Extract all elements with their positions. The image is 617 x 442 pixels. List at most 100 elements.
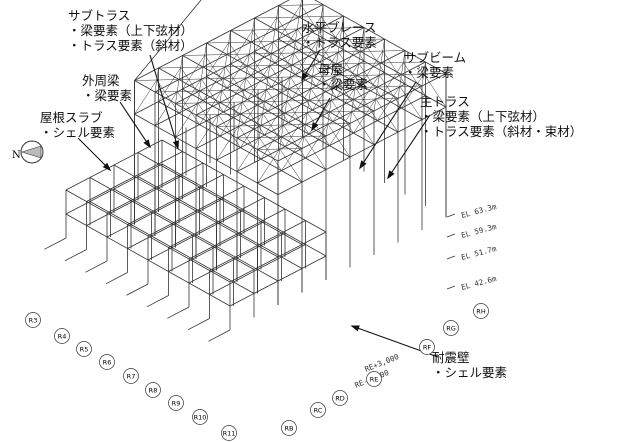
elevation-labels: EL 63.3m EL 59.3m EL 51.7m EL 42.6m [460, 202, 498, 292]
diagonal-line [257, 148, 281, 184]
diagonal-line [206, 42, 230, 77]
diagonal-line [252, 29, 276, 64]
arrowhead-icon [301, 72, 309, 82]
diagonal-line [338, 51, 361, 86]
beam-line [161, 139, 327, 233]
chord-line [195, 27, 365, 116]
label-sub-truss: サブトラス ・梁要素（上下弦材） ・トラス要素（斜材） [68, 8, 194, 53]
diagonal-line [305, 123, 329, 159]
diagonal-line [314, 64, 337, 98]
diagonal-line [353, 98, 377, 134]
diagonal-line [226, 53, 250, 89]
diagonal-line [199, 90, 223, 125]
diagonal-line [360, 50, 384, 86]
elevation-label: EL 63.3m [460, 202, 498, 220]
chord-line [278, 38, 423, 120]
svg-text:RH: RH [476, 308, 486, 316]
diagonal-line [267, 76, 291, 112]
chord-line [302, 26, 447, 108]
diagonal-line [310, 88, 334, 122]
diagonal-line [273, 41, 296, 75]
diagonal-line [254, 17, 278, 52]
grid-bubble: RG [443, 320, 459, 336]
diagonal-line [182, 54, 206, 90]
svg-text:R4: R4 [58, 333, 67, 341]
svg-text:R7: R7 [127, 373, 136, 381]
chord-line [182, 88, 327, 170]
svg-text:R3: R3 [29, 317, 38, 325]
chord-line [277, 73, 447, 162]
chord-line [154, 4, 324, 93]
diagonal-line [329, 111, 353, 146]
diagonal-line [319, 27, 343, 63]
diagonal-line [401, 73, 425, 109]
diagonal-line [177, 91, 200, 125]
grid-leader-line [187, 318, 210, 331]
chord-line [236, 50, 406, 139]
arrowhead-icon [311, 122, 319, 132]
diagonal-line [327, 123, 351, 158]
svg-text:R9: R9 [172, 400, 181, 408]
svg-text:RD: RD [335, 395, 345, 403]
chord-line [158, 101, 303, 183]
svg-text:RC: RC [314, 407, 323, 415]
chord-line [277, 106, 447, 195]
chord-line [134, 0, 290, 81]
grid-leader-line [126, 283, 149, 296]
grid-bubbles-row: R3 R4 R5 R6 R7 R8 R9 R10 R11 [25, 312, 237, 441]
arrowhead-icon [359, 160, 367, 170]
diagonal-line [243, 89, 267, 124]
beam-line [89, 201, 255, 294]
chord-line [216, 38, 385, 127]
label-shear-wall: 耐震壁 ・シェル要素 [432, 350, 508, 380]
grid-bubble: R7 [123, 368, 139, 384]
chord-line [134, 113, 279, 195]
grid-leader-line [44, 237, 67, 250]
diagonal-line [298, 16, 322, 51]
diagonal-line [221, 90, 245, 124]
diagonal-line [281, 136, 305, 171]
diagonal-line [178, 78, 202, 114]
grid-bubble: R11 [221, 425, 237, 441]
grid-bubble: R5 [76, 341, 92, 357]
diagonal-line [271, 52, 295, 88]
chord-line [236, 83, 406, 172]
diagonal-line [339, 39, 363, 74]
frame-lines [44, 0, 456, 342]
leader-sub-truss [149, 54, 179, 149]
elevation-label: EL 51.7m [460, 244, 498, 262]
chord-line [134, 26, 303, 115]
diagonal-line [331, 99, 354, 134]
elevation-tick-line [446, 213, 456, 218]
grid-bubble: R10 [192, 409, 208, 425]
label-perimeter-beam: 外周梁 ・梁要素 [82, 73, 133, 103]
elevation-label: EL 42.6m [460, 274, 498, 292]
diagonal-line [291, 64, 315, 99]
chord-line [175, 49, 344, 138]
grid-bubble: RF [419, 339, 435, 355]
elevation-tick-line [446, 233, 456, 238]
diagonal-line [307, 112, 330, 146]
grid-leader-line [208, 329, 231, 342]
beam-line [89, 177, 255, 270]
diagonal-line [312, 75, 336, 111]
diagonal-line [247, 65, 271, 100]
leader-main-truss [387, 114, 431, 179]
leader-perimeter-beam [119, 101, 151, 148]
svg-text:R11: R11 [223, 430, 236, 438]
diagonal-line [380, 62, 404, 97]
diagonal-line [238, 125, 262, 160]
grid-leader-line [64, 249, 87, 262]
diagonal-line [317, 40, 341, 74]
diagonal-line [274, 28, 298, 64]
grid-bubble: R9 [168, 395, 184, 411]
diagonal-line [375, 98, 399, 133]
chord-line [314, 0, 447, 74]
diagonal-line [204, 54, 228, 89]
diagonal-line [355, 87, 378, 121]
diagonal-line [158, 67, 182, 102]
diagonal-line [334, 75, 358, 110]
diagonal-line [377, 86, 401, 121]
diagonal-line [362, 39, 385, 73]
diagonal-line [249, 53, 272, 88]
